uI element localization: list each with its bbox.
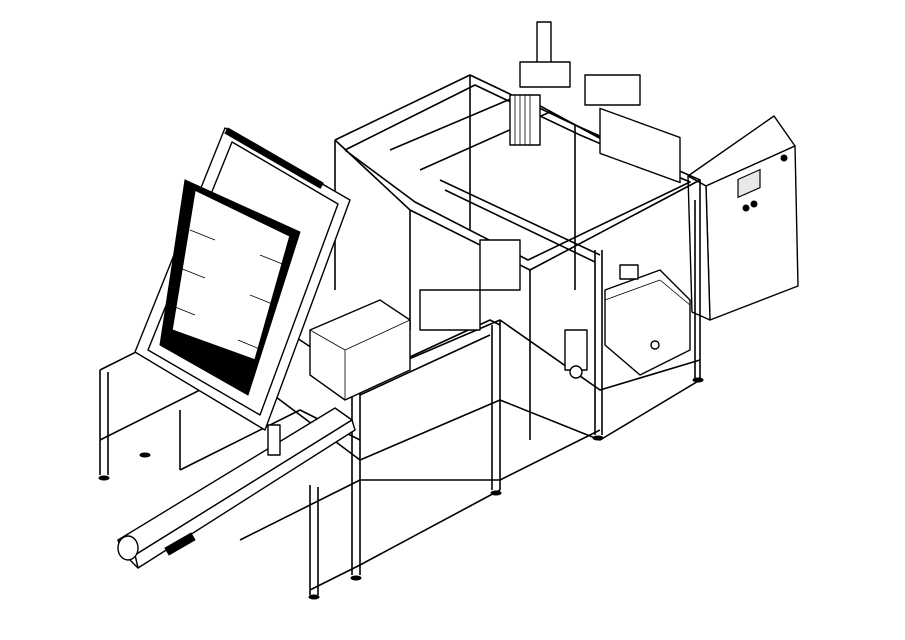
leveling-foot [139, 452, 151, 458]
leveling-foot [692, 377, 704, 383]
gearbox-unit [564, 264, 691, 379]
pneumatic-cylinder [509, 21, 681, 184]
leveling-foot [308, 594, 320, 600]
control-button [750, 200, 758, 208]
control-button [780, 154, 788, 162]
carton-hopper [309, 239, 521, 401]
leveling-foot [350, 575, 362, 581]
electrical-cabinet [687, 115, 799, 321]
magazine-frame [134, 127, 351, 431]
leveling-foot [592, 435, 604, 441]
leveling-foot [98, 475, 110, 481]
hmi-screen [737, 168, 761, 199]
leveling-foot [490, 490, 502, 496]
control-button [742, 204, 750, 212]
infeed-conveyor [117, 407, 356, 569]
